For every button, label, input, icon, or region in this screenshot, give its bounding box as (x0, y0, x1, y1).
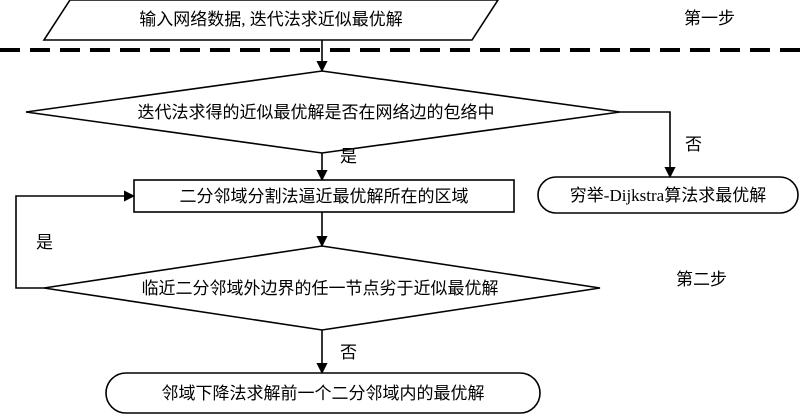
bisect-node-text: 二分邻域分割法逼近最优解所在的区域 (180, 187, 469, 206)
edge-decision1-no (620, 111, 676, 179)
descent-node-text: 邻域下降法求解前一个二分邻域内的最优解 (162, 384, 485, 403)
input-node-text: 输入网络数据, 迭代法求近似最优解 (139, 10, 403, 29)
loop-yes-label: 是 (36, 233, 53, 252)
decision2-node (43, 245, 601, 331)
exhaustive-node-text: 穷举-Dijkstra算法求最优解 (570, 186, 766, 205)
step1-label: 第一步 (684, 9, 735, 28)
decision2-node-text: 临近二分邻域外边界的任一节点劣于近似最优解 (142, 279, 499, 298)
decision1-yes-label: 是 (340, 147, 357, 166)
input-node (42, 0, 499, 41)
step2-label: 第二步 (676, 270, 727, 289)
descent-node (105, 372, 541, 414)
decision1-node-text: 迭代法求得的近似最优解是否在网络边的包络中 (138, 103, 495, 122)
edge-decision2-yes-loop (15, 190, 136, 289)
exhaustive-node (537, 176, 799, 214)
decision2-no-label: 否 (340, 343, 357, 362)
decision1-no-label: 否 (685, 135, 702, 154)
